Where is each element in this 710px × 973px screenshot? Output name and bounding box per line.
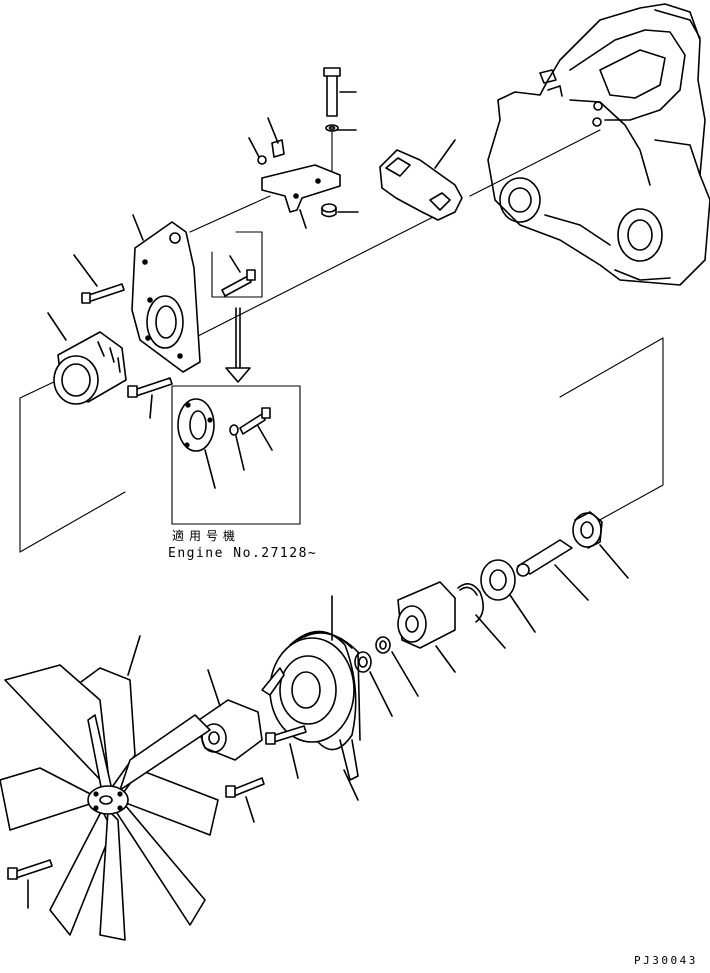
fan-pulley	[261, 595, 361, 801]
arrow-down-icon	[225, 307, 251, 383]
inset-bolt-box	[211, 231, 263, 298]
pulley-bolt	[265, 725, 307, 779]
part-code: PJ30043	[634, 954, 698, 967]
shaft-assembly	[354, 511, 629, 717]
applicable-engine-note-jp: 適用号機	[172, 529, 241, 543]
plate-bolt	[73, 254, 125, 304]
fan-drive-hub	[47, 312, 127, 405]
spacer-bracket	[379, 139, 463, 221]
inset-detail-box	[171, 385, 301, 525]
spacer-bolt	[225, 777, 265, 823]
hub-bolt	[127, 377, 173, 419]
fan-spacer	[195, 669, 263, 761]
fan-bolt	[7, 859, 53, 909]
cooling-fan	[0, 635, 219, 941]
fan-bracket-plate	[131, 214, 201, 373]
engine-block	[487, 3, 710, 286]
applicable-engine-note-en: Engine No.27128~	[168, 546, 318, 561]
assembly-axis-lines	[19, 129, 664, 553]
upper-bracket-assembly	[248, 67, 359, 229]
